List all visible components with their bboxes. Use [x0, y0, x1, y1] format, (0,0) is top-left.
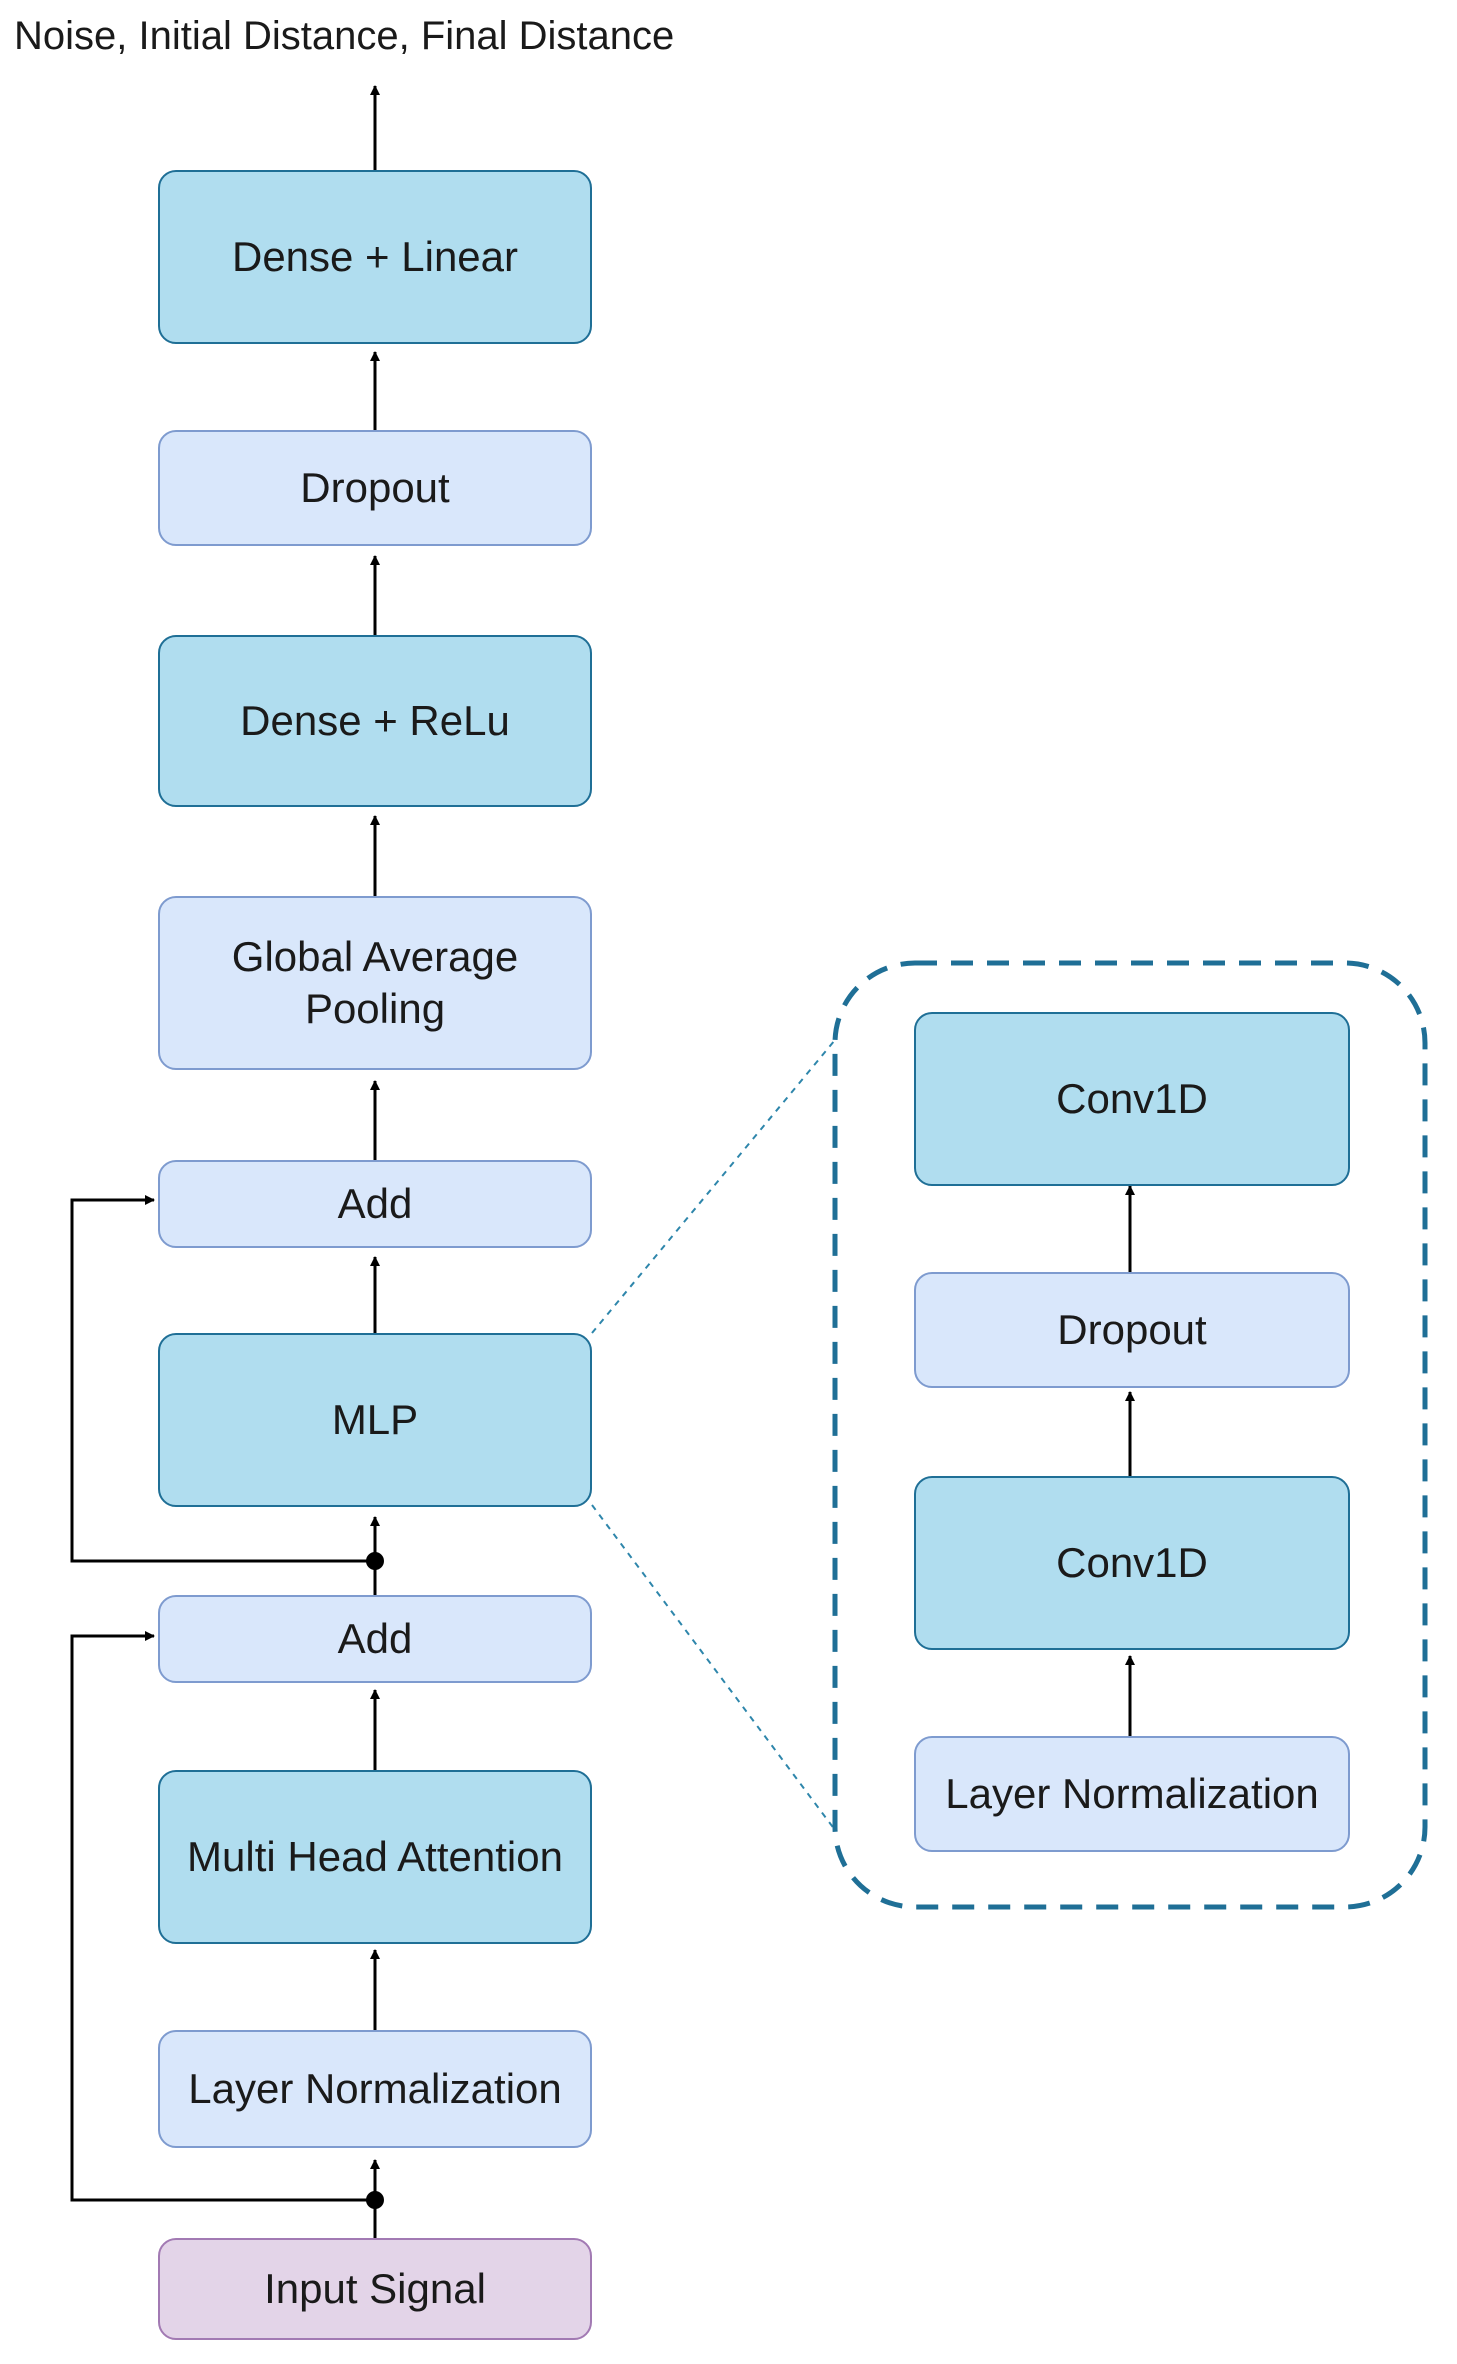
output-label: Noise, Initial Distance, Final Distance [14, 14, 675, 58]
dense-linear-block: Dense + Linear [158, 170, 592, 344]
mlp-detail-container [832, 960, 1428, 1910]
add-top-label: Add [337, 1179, 413, 1227]
detail-dropout-label: Dropout [1057, 1305, 1207, 1353]
detail-layer-normalization-label: Layer Normalization [945, 1769, 1319, 1817]
layer-normalization-label: Layer Normalization [188, 2064, 562, 2112]
mlp-block: MLP [158, 1333, 592, 1507]
skip-connection-1 [70, 1631, 375, 2202]
multi-head-attention-block: Multi Head Attention [158, 1770, 592, 1944]
add-bottom-label: Add [337, 1614, 413, 1662]
detail-conv1d-bottom-block: Conv1D [914, 1476, 1350, 1650]
input-signal-block: Input Signal [158, 2238, 592, 2340]
detail-conv1d-bottom-label: Conv1D [1056, 1538, 1208, 1586]
junction-dot-2 [366, 1552, 384, 1570]
add-block-top: Add [158, 1160, 592, 1248]
global-average-pooling-block: Global Average Pooling [158, 896, 592, 1070]
detail-conv1d-top-block: Conv1D [914, 1012, 1350, 1186]
input-signal-label: Input Signal [264, 2264, 486, 2312]
mlp-label: MLP [331, 1395, 419, 1443]
junction-dot-1 [366, 2191, 384, 2209]
zoom-guide-bottom [591, 1504, 836, 1831]
dense-linear-label: Dense + Linear [231, 232, 519, 280]
detail-conv1d-top-label: Conv1D [1056, 1074, 1208, 1122]
detail-dropout-block: Dropout [914, 1272, 1350, 1388]
detail-layer-normalization-block: Layer Normalization [914, 1736, 1350, 1852]
dropout-label: Dropout [300, 463, 450, 511]
dropout-block: Dropout [158, 430, 592, 546]
add-block-bottom: Add [158, 1595, 592, 1683]
skip-connection-2 [70, 1195, 375, 1563]
layer-normalization-block: Layer Normalization [158, 2030, 592, 2148]
global-average-pooling-label: Global Average Pooling [231, 932, 519, 1033]
dense-relu-block: Dense + ReLu [158, 635, 592, 807]
dense-relu-label: Dense + ReLu [240, 696, 510, 744]
multi-head-attention-label: Multi Head Attention [187, 1832, 563, 1880]
zoom-guide-top [591, 1039, 836, 1334]
